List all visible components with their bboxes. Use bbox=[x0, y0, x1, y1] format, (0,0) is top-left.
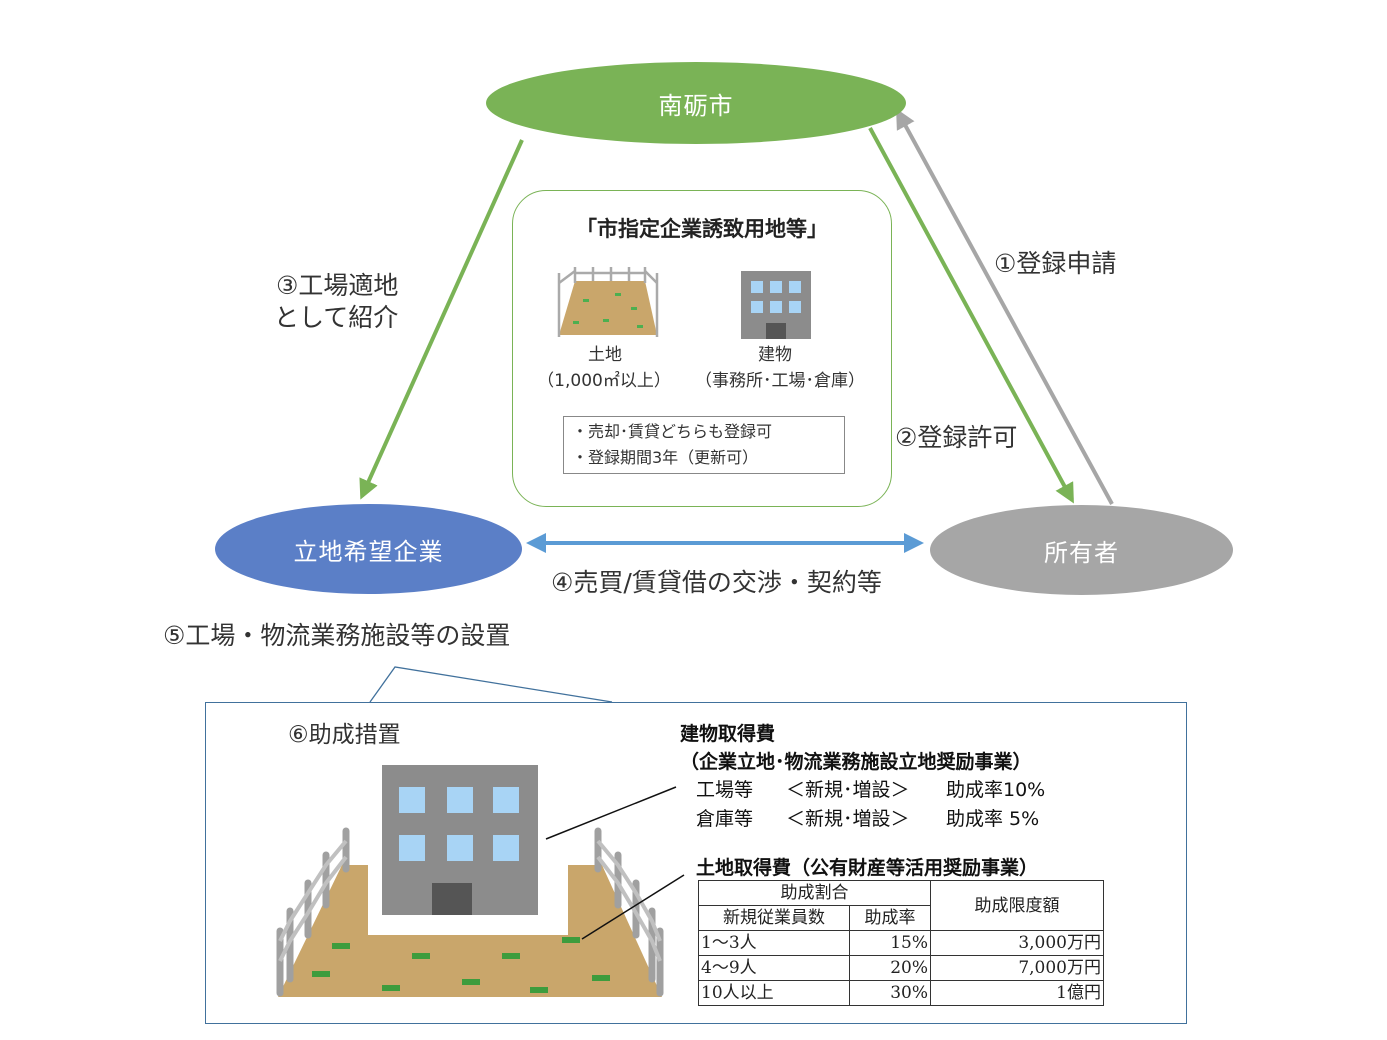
table-row: 4～9人 20% 7,000万円 bbox=[698, 955, 1104, 981]
building-cost-program: （企業立地･物流業務施設立地奨励事業） bbox=[680, 751, 1032, 773]
row-rate: 助成率 5% bbox=[946, 808, 1040, 830]
row-type: 工場等 bbox=[696, 779, 754, 801]
label-introduce-1: ③工場適地 bbox=[276, 271, 399, 300]
cell-rate: 20% bbox=[849, 955, 931, 981]
land-subsidy-table: 助成割合 助成限度額 新規従業員数 助成率 1～3人 15% 3,000万円 4… bbox=[698, 880, 1104, 1006]
node-company: 立地希望企業 bbox=[215, 504, 522, 594]
label-register-permit: ②登録許可 bbox=[895, 423, 1018, 452]
node-owner: 所有者 bbox=[930, 505, 1233, 595]
cell-limit: 3,000万円 bbox=[930, 930, 1104, 956]
land-icon bbox=[557, 267, 659, 337]
callout-pointer bbox=[369, 666, 613, 703]
row-type: 倉庫等 bbox=[696, 808, 754, 830]
cell-rate: 30% bbox=[849, 980, 931, 1006]
land-label: 土地 bbox=[588, 345, 622, 365]
table-header-employees: 新規従業員数 bbox=[698, 905, 850, 931]
label-introduce-2: として紹介 bbox=[274, 303, 399, 332]
cell-employees: 10人以上 bbox=[698, 980, 850, 1006]
cell-employees: 1～3人 bbox=[698, 930, 850, 956]
land-building-illustration bbox=[276, 765, 664, 997]
table-header-limit: 助成限度額 bbox=[930, 880, 1104, 931]
node-company-label: 立地希望企業 bbox=[293, 537, 444, 566]
arrow-register-apply bbox=[896, 108, 1114, 505]
node-city-label: 南砺市 bbox=[658, 91, 734, 120]
label-register-apply: ①登録申請 bbox=[994, 249, 1117, 278]
table-row: 10人以上 30% 1億円 bbox=[698, 980, 1104, 1006]
row-scope: ＜新規･増設＞ bbox=[786, 808, 910, 830]
designated-land-box: 「市指定企業誘致用地等」 土地 （1,000㎡以上） 建物 （事務所･工場･倉庫… bbox=[512, 190, 892, 507]
arrow-introduce bbox=[359, 139, 524, 500]
land-cost-heading: 土地取得費（公有財産等活用奨励事業） bbox=[696, 857, 1039, 879]
note-item: ・売却･賃貸どちらも登録可 bbox=[572, 422, 773, 441]
registration-notes: ・売却･賃貸どちらも登録可 ・登録期間3年（更新可） bbox=[563, 416, 845, 474]
row-scope: ＜新規･増設＞ bbox=[786, 779, 910, 801]
building-icon bbox=[741, 271, 811, 339]
cell-employees: 4～9人 bbox=[698, 955, 850, 981]
table-row: 1～3人 15% 3,000万円 bbox=[698, 930, 1104, 956]
designated-land-title: 「市指定企業誘致用地等」 bbox=[576, 217, 828, 241]
row-rate: 助成率10% bbox=[946, 779, 1046, 801]
note-item: ・登録期間3年（更新可） bbox=[572, 448, 759, 467]
table-header-rate: 助成率 bbox=[849, 905, 931, 931]
node-city: 南砺市 bbox=[486, 62, 906, 144]
cell-limit: 7,000万円 bbox=[930, 955, 1104, 981]
building-cost-row-factory: 工場等 ＜新規･増設＞ 助成率10% bbox=[696, 775, 1045, 802]
node-owner-label: 所有者 bbox=[1044, 538, 1119, 567]
label-negotiation: ④売買/賃貸借の交渉・契約等 bbox=[551, 568, 882, 597]
building-label: 建物 bbox=[758, 345, 792, 365]
building-note: （事務所･工場･倉庫） bbox=[695, 371, 865, 391]
cell-rate: 15% bbox=[849, 930, 931, 956]
table-header-group: 助成割合 bbox=[698, 880, 931, 906]
label-installation: ⑤工場・物流業務施設等の設置 bbox=[163, 621, 511, 650]
callout-lines bbox=[545, 786, 685, 940]
building-cost-heading: 建物取得費 bbox=[680, 723, 776, 745]
land-note: （1,000㎡以上） bbox=[537, 371, 671, 391]
subsidy-title: ⑥助成措置 bbox=[288, 722, 401, 748]
building-cost-row-warehouse: 倉庫等 ＜新規･増設＞ 助成率 5% bbox=[696, 804, 1039, 831]
arrow-register-permit bbox=[868, 127, 1074, 504]
cell-limit: 1億円 bbox=[930, 980, 1104, 1006]
